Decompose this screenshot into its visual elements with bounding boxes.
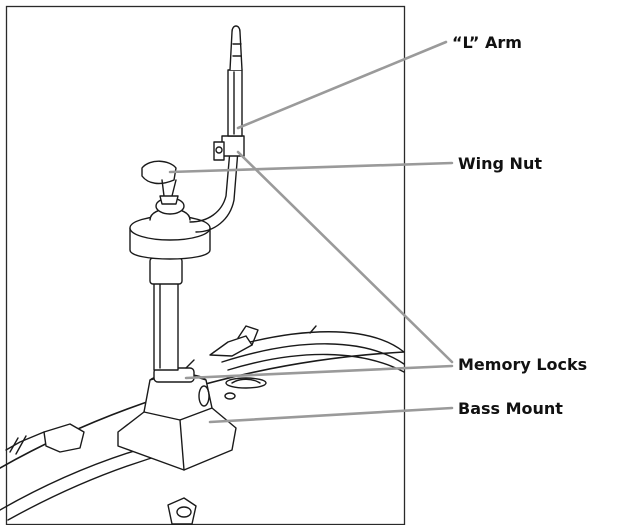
side-lug-left	[43, 423, 85, 453]
callout-wing-nut: Wing Nut	[458, 154, 542, 173]
vent-hole	[225, 377, 267, 389]
callout-l-arm: “L” Arm	[452, 33, 522, 52]
callout-bass-mount: Bass Mount	[458, 399, 563, 418]
bass-drum-hoop-inner	[221, 343, 405, 365]
vertical-post	[153, 281, 179, 371]
bottom-lug	[167, 497, 197, 525]
l-arm-rod	[189, 149, 231, 223]
callout-memory-locks: Memory Locks	[458, 355, 588, 374]
leader-memory-locks-base	[184, 364, 454, 380]
leader-lines	[168, 40, 454, 424]
leader-wing-nut	[168, 161, 454, 174]
leader-bass-mount	[208, 406, 454, 424]
leader-l-arm	[236, 40, 448, 130]
drum-line-art	[0, 25, 405, 525]
bass-drum-hoop-edge	[227, 353, 405, 373]
wing-nut	[141, 160, 179, 205]
leader-memory-locks-arm	[236, 150, 454, 364]
